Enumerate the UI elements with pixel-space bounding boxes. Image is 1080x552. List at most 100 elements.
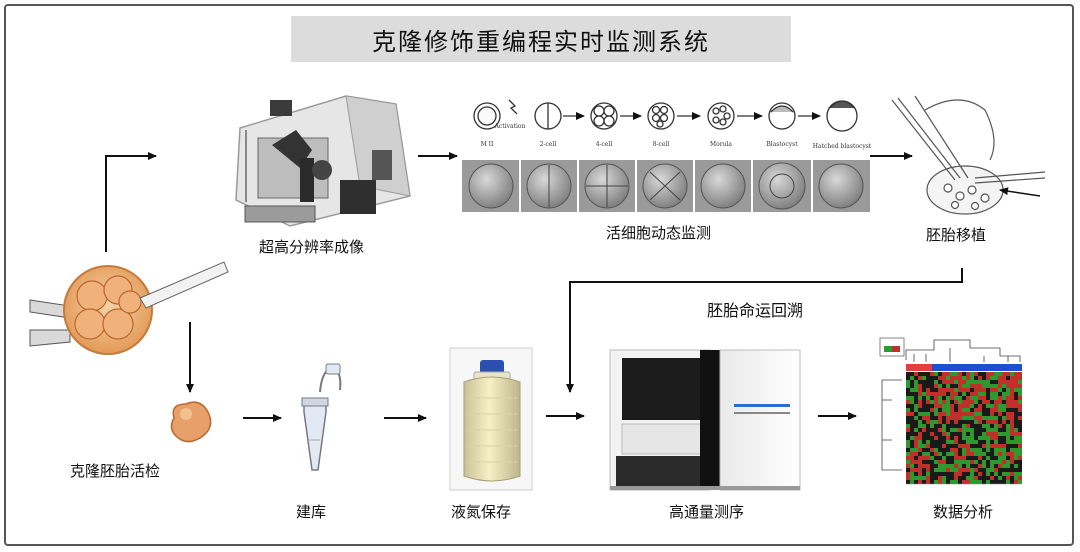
heatmap-cell: [970, 448, 974, 452]
heatmap-cell: [946, 376, 950, 380]
heatmap-cell: [978, 472, 982, 476]
heatmap-cell: [958, 380, 962, 384]
heatmap-cell: [930, 376, 934, 380]
heatmap-cell: [926, 384, 930, 388]
heatmap-cell: [910, 416, 914, 420]
heatmap-cell: [986, 440, 990, 444]
heatmap-cell: [994, 428, 998, 432]
heatmap-cell: [938, 444, 942, 448]
label-embryo-transfer: 胚胎移植: [926, 226, 987, 244]
heatmap-cell: [942, 412, 946, 416]
heatmap-cell: [986, 396, 990, 400]
heatmap-cell: [978, 384, 982, 388]
heatmap-cell: [962, 408, 966, 412]
heatmap-cell: [950, 400, 954, 404]
heatmap-cell: [934, 444, 938, 448]
heatmap-cell: [906, 440, 910, 444]
heatmap-cell: [970, 376, 974, 380]
heatmap-cell: [974, 436, 978, 440]
heatmap-cell: [950, 428, 954, 432]
heatmap-cell: [910, 476, 914, 480]
heatmap-cell: [998, 416, 1002, 420]
heatmap-cell: [938, 456, 942, 460]
heatmap-cell: [1014, 420, 1018, 424]
heatmap-cell: [946, 424, 950, 428]
heatmap-cell: [1014, 468, 1018, 472]
heatmap-cell: [930, 384, 934, 388]
heatmap-cell: [926, 476, 930, 480]
heatmap-cell: [958, 408, 962, 412]
heatmap-cell: [1018, 420, 1022, 424]
heatmap-cell: [954, 408, 958, 412]
heatmap-cell: [1014, 388, 1018, 392]
heatmap-cell: [978, 396, 982, 400]
heatmap-cell: [926, 416, 930, 420]
heatmap-cell: [946, 464, 950, 468]
heatmap-cell: [962, 392, 966, 396]
heatmap-cell: [958, 400, 962, 404]
heatmap-cell: [934, 392, 938, 396]
heatmap-cell: [990, 448, 994, 452]
heatmap-cell: [938, 464, 942, 468]
heatmap-cell: [938, 408, 942, 412]
heatmap-cell: [906, 428, 910, 432]
heatmap-cell: [986, 480, 990, 484]
heatmap-cell: [1006, 372, 1010, 376]
heatmap-cell: [914, 372, 918, 376]
heatmap-cell: [962, 480, 966, 484]
heatmap-cell: [986, 376, 990, 380]
heatmap-cell: [938, 404, 942, 408]
heatmap-cell: [1014, 428, 1018, 432]
heatmap-cell: [994, 452, 998, 456]
heatmap-cell: [950, 384, 954, 388]
heatmap-cell: [982, 424, 986, 428]
heatmap-cell: [962, 464, 966, 468]
heatmap-cell: [1014, 376, 1018, 380]
heatmap-cell: [906, 412, 910, 416]
heatmap-cell: [938, 472, 942, 476]
heatmap-cell: [998, 456, 1002, 460]
heatmap-cell: [1014, 432, 1018, 436]
heatmap-cell: [930, 392, 934, 396]
heatmap-cell: [974, 392, 978, 396]
heatmap-cell: [1002, 460, 1006, 464]
label-live-monitoring: 活细胞动态监测: [606, 224, 712, 242]
heatmap-cell: [954, 456, 958, 460]
heatmap-cell: [942, 444, 946, 448]
heatmap-cell: [914, 456, 918, 460]
heatmap-cell: [994, 396, 998, 400]
heatmap-cell: [1002, 440, 1006, 444]
heatmap-cell: [934, 404, 938, 408]
heatmap-cell: [998, 412, 1002, 416]
heatmap-cell: [946, 432, 950, 436]
heatmap-cell: [938, 480, 942, 484]
heatmap-cell: [926, 372, 930, 376]
heatmap-cell: [970, 408, 974, 412]
heatmap-cell: [990, 444, 994, 448]
heatmap-cell: [934, 468, 938, 472]
heatmap-cell: [1006, 420, 1010, 424]
heatmap-cell: [906, 380, 910, 384]
heatmap-cell: [946, 460, 950, 464]
heatmap-cell: [950, 420, 954, 424]
heatmap-cell: [918, 392, 922, 396]
heatmap-cell: [1018, 388, 1022, 392]
heatmap-cell: [1018, 372, 1022, 376]
heatmap-cell: [934, 460, 938, 464]
heatmap-cell: [1002, 436, 1006, 440]
heatmap-cell: [910, 424, 914, 428]
heatmap-cell: [906, 480, 910, 484]
heatmap-cell: [998, 480, 1002, 484]
heatmap-cell: [930, 396, 934, 400]
heatmap-cell: [946, 448, 950, 452]
heatmap-cell: [1018, 444, 1022, 448]
heatmap-cell: [1010, 380, 1014, 384]
heatmap-cell: [1006, 440, 1010, 444]
heatmap-cell: [934, 408, 938, 412]
heatmap-cell: [998, 452, 1002, 456]
heatmap-cell: [942, 404, 946, 408]
heatmap-cell: [982, 372, 986, 376]
heatmap-cell: [1002, 468, 1006, 472]
heatmap-cell: [986, 448, 990, 452]
